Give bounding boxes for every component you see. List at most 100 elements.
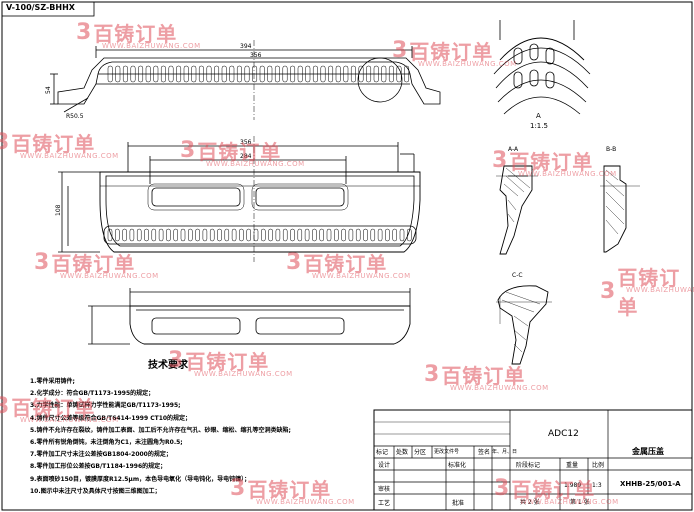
watermark-url: WWW.BAIZHUWANG.COM bbox=[520, 498, 619, 506]
rib-slot bbox=[320, 65, 326, 83]
tech-req-item: 3.力学性能：单铸试样力学性能满足GB/T1173-1995; bbox=[30, 402, 181, 410]
tech-req-item: 9.表面喷砂150目，镀膜厚度R12.5μm，本色导电氧化（导电钝化，导电钝镍）… bbox=[30, 475, 251, 483]
watermark-url: WWW.BAIZHUWANG.COM bbox=[102, 42, 201, 50]
rib-slot bbox=[129, 228, 135, 242]
watermark-url: WWW.BAIZHUWANG.COM bbox=[626, 286, 694, 294]
section-bb-label: B-B bbox=[606, 146, 617, 153]
dim-radius: R50.5 bbox=[66, 113, 84, 120]
rib-slot bbox=[275, 228, 281, 242]
tb-scale: 比例 bbox=[592, 462, 605, 469]
tb-process: 工艺 bbox=[378, 500, 391, 507]
bottom-view bbox=[88, 288, 411, 345]
detail-a bbox=[493, 20, 591, 115]
drawing-number-corner: V-100/SZ-BHHX bbox=[6, 3, 75, 12]
rib-slot bbox=[145, 65, 151, 83]
tb-date: 年、月、日 bbox=[492, 449, 518, 455]
watermark-url: WWW.BAIZHUWANG.COM bbox=[450, 384, 549, 392]
watermark-logo-icon: 3 bbox=[180, 138, 196, 163]
section-bb bbox=[600, 165, 640, 253]
detail-scale: 1:1.5 bbox=[530, 122, 548, 130]
rib-slot bbox=[304, 228, 310, 242]
rib-slot bbox=[107, 228, 113, 242]
rib-slot bbox=[214, 65, 220, 83]
rib-slot bbox=[348, 228, 354, 242]
rib-slot bbox=[246, 228, 251, 242]
rib-slot bbox=[350, 65, 356, 83]
rib-slot bbox=[115, 228, 120, 242]
watermark-name: 百铸订单 bbox=[441, 364, 526, 388]
watermark-name: 百铸订单 bbox=[247, 478, 332, 502]
rib-slot bbox=[231, 228, 237, 242]
tech-req-item: 10.图示中未注尺寸及具体尺寸按图三维图加工； bbox=[30, 487, 161, 495]
section-cc bbox=[496, 285, 552, 365]
rib-slot bbox=[274, 65, 280, 83]
watermark-name: 百铸订单 bbox=[185, 350, 270, 374]
watermark-url: WWW.BAIZHUWANG.COM bbox=[518, 170, 617, 178]
watermark-url: WWW.BAIZHUWANG.COM bbox=[20, 152, 119, 160]
rib-slot bbox=[312, 65, 318, 83]
rib-slot bbox=[144, 228, 149, 242]
dim-left-height: 54 bbox=[45, 86, 52, 94]
watermark-url: WWW.BAIZHUWANG.COM bbox=[20, 416, 119, 424]
tb-weight-value: 1.989 bbox=[564, 482, 582, 489]
tb-approve: 批准 bbox=[452, 500, 465, 507]
watermark-logo-icon: 3 bbox=[494, 476, 510, 501]
tb-sheet-no: 第 1 张 bbox=[570, 499, 590, 506]
watermark-logo-icon: 3 bbox=[286, 250, 302, 275]
rib-slot bbox=[319, 228, 324, 242]
tb-mark: 标记 bbox=[376, 449, 389, 456]
watermark-name: 百铸订单 bbox=[409, 40, 494, 64]
rib-slot bbox=[305, 65, 311, 83]
rib-slot bbox=[183, 65, 189, 83]
watermark-logo-icon: 3 bbox=[0, 394, 10, 419]
tb-stage-mark: 阶段标记 bbox=[516, 462, 541, 469]
rib-slot bbox=[198, 65, 204, 83]
tech-req-title: 技术要求 bbox=[148, 360, 188, 371]
tech-req-item: 7.零件加工尺寸未注公差按GB1804-2000的规定； bbox=[30, 451, 172, 459]
rib-slot bbox=[107, 65, 113, 83]
rib-slot bbox=[341, 228, 346, 242]
watermark-name: 百铸订单 bbox=[197, 140, 282, 164]
tb-count: 处数 bbox=[396, 449, 409, 456]
tb-design: 设计 bbox=[378, 462, 391, 469]
watermark-logo-icon: 3 bbox=[424, 362, 440, 387]
rib-slot bbox=[392, 228, 397, 242]
watermark-name: 百铸订单 bbox=[11, 132, 96, 156]
rib-slot bbox=[122, 228, 127, 242]
rib-slot bbox=[297, 65, 303, 83]
watermark-logo-icon: 3 bbox=[230, 476, 246, 501]
rib-slot bbox=[188, 228, 193, 242]
rib-slot bbox=[312, 228, 317, 242]
watermark-logo-icon: 3 bbox=[492, 148, 508, 173]
rib-slot bbox=[355, 228, 361, 242]
rib-slot bbox=[388, 65, 394, 83]
watermark-url: WWW.BAIZHUWANG.COM bbox=[256, 498, 355, 506]
watermark-name: 百铸订单 bbox=[511, 478, 596, 502]
section-cc-label: C-C bbox=[512, 272, 523, 279]
tb-weight: 重量 bbox=[566, 462, 579, 469]
rib-slot bbox=[221, 65, 227, 83]
rib-slot bbox=[209, 228, 215, 242]
watermark-name: 百铸订单 bbox=[11, 396, 96, 420]
tb-scale-value: 1:3 bbox=[592, 482, 602, 489]
rib-slot bbox=[130, 65, 136, 83]
tb-sheet-total: 共 2 张 bbox=[520, 499, 540, 506]
rib-slot bbox=[158, 228, 164, 242]
rib-slot bbox=[297, 228, 303, 242]
detail-label: A bbox=[536, 112, 541, 120]
tech-req-item: 5.铸件不允许存在裂纹，铸件加工表面、加工后不允许存在气孔、砂眼、缩松、缩孔等空… bbox=[30, 426, 291, 434]
watermark-logo-icon: 3 bbox=[34, 250, 50, 275]
rib-slot bbox=[335, 65, 341, 83]
tech-req-item: 4.铸件尺寸公差等级符合GB/T6414-1999 CT10的规定； bbox=[30, 414, 192, 422]
rib-slot bbox=[267, 65, 273, 83]
rib-slot bbox=[138, 65, 144, 83]
watermark-name: 百铸订单 bbox=[51, 252, 136, 276]
rib-slot bbox=[239, 228, 244, 242]
